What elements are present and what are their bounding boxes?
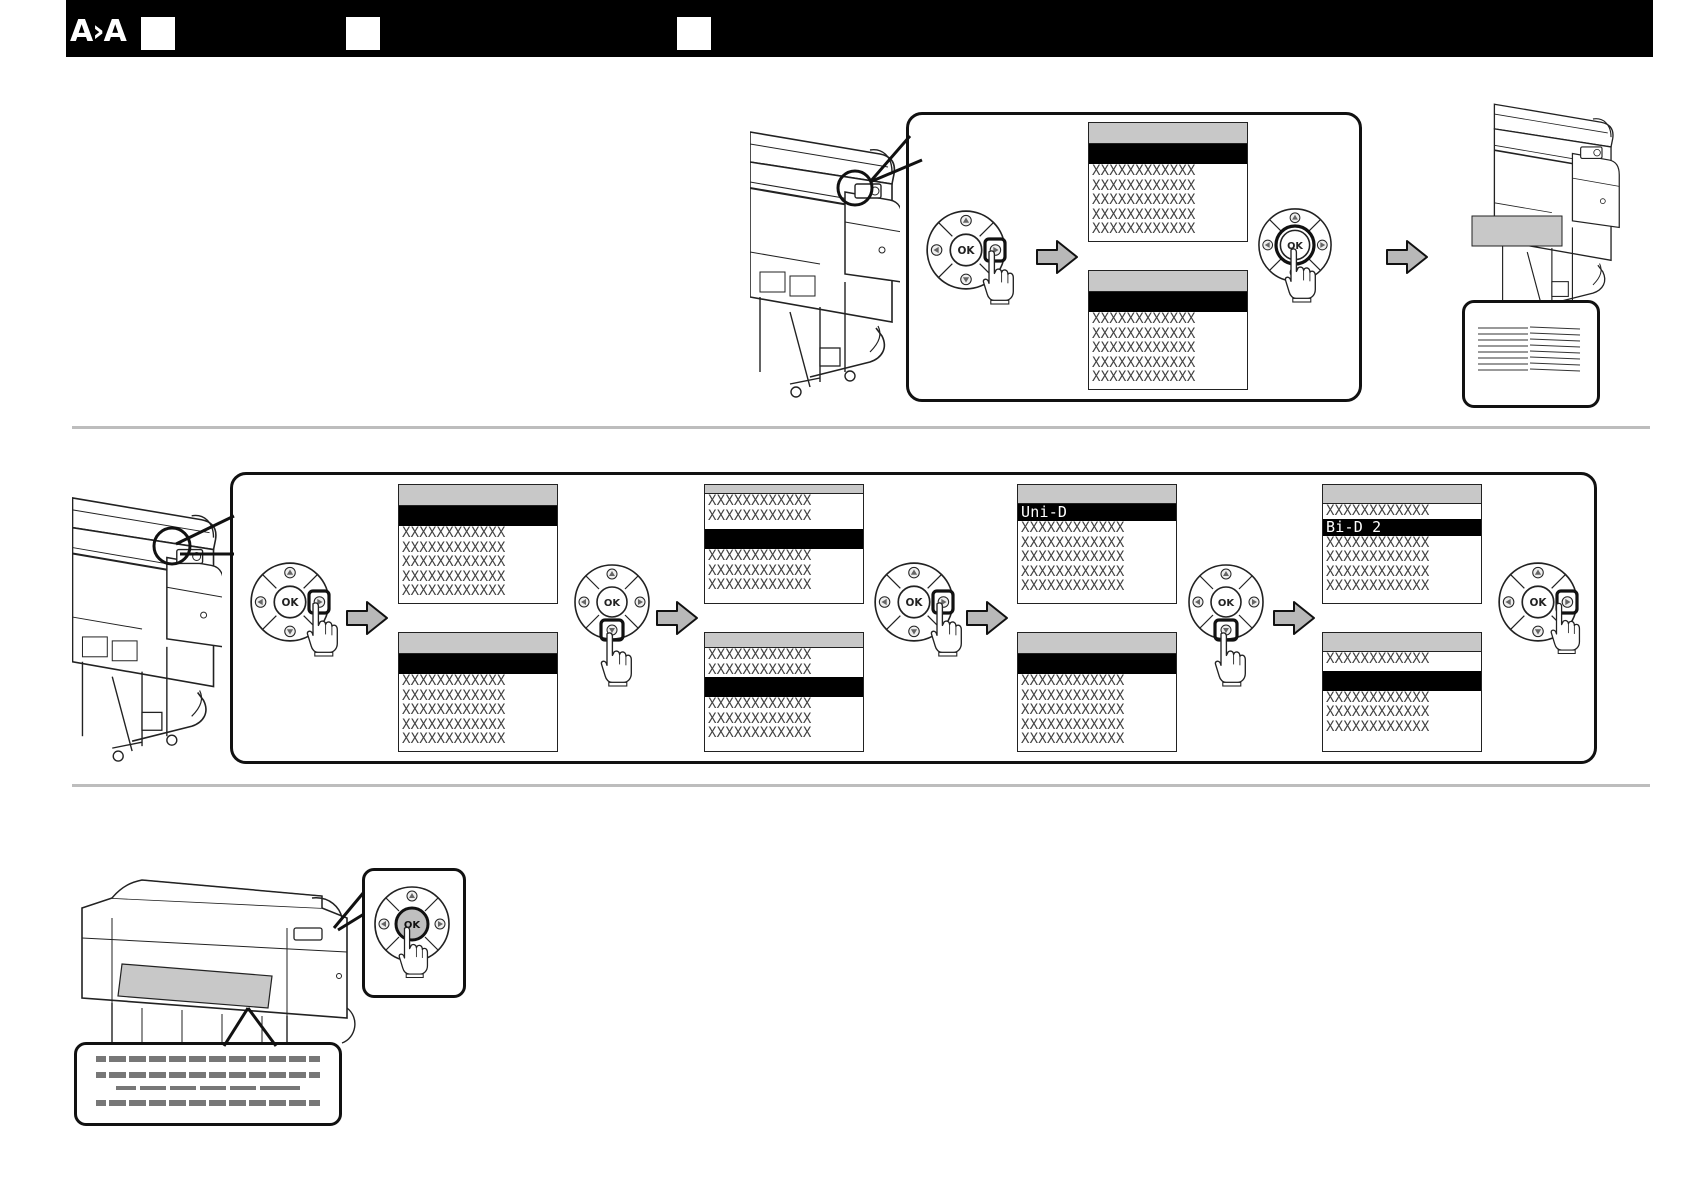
lcd-row: XXXXXXXXXXXX xyxy=(1021,520,1125,536)
lcd-row: XXXXXXXXXXXX xyxy=(708,647,812,663)
lcd-row: XXXXXXXXXXXX xyxy=(1326,534,1430,551)
lcd-row: XXXXXXXXXXXX xyxy=(1326,549,1430,565)
header-box-2 xyxy=(346,17,380,50)
printer-icon xyxy=(750,122,900,402)
lcd-row: XXXXXXXXXXXX xyxy=(1021,716,1125,733)
arrow-right-icon xyxy=(345,600,389,636)
lcd-selected-uni-d: Uni-D xyxy=(1018,504,1176,521)
print-pattern-callout xyxy=(1462,300,1600,408)
header-bar xyxy=(66,0,1653,57)
lcd-row: XXXXXXXXXXXX xyxy=(1021,687,1125,704)
lcd-row: XXXXXXXXXXXX xyxy=(402,702,506,718)
lcd-row: XXXXXXXXXXXX xyxy=(402,525,506,541)
lcd-row: XXXXXXXXXXXX xyxy=(402,554,506,570)
language-logo: A›A xyxy=(70,14,127,49)
lcd-row: XXXXXXXXXXXX xyxy=(708,507,812,524)
lcd-row: XXXXXXXXXXXX xyxy=(1021,563,1125,580)
printer-icon xyxy=(72,488,222,766)
lcd-row: XXXXXXXXXXXX xyxy=(1326,704,1430,720)
lcd-screen-3b: XXXXXXXXXXXX XXXXXXXXXXXX XXXXXXXXXXXX X… xyxy=(704,632,864,752)
callout-pointer xyxy=(175,514,235,556)
lcd-row: XXXXXXXXXXXX xyxy=(1021,534,1125,551)
lcd-row: XXXXXXXXXXXX xyxy=(708,710,812,727)
pointing-hand-icon xyxy=(306,602,339,657)
lcd-row: XXXXXXXXXXXX xyxy=(1326,689,1430,706)
lcd-row: XXXXXXXXXXXX xyxy=(1092,163,1196,179)
lcd-row: XXXXXXXXXXXX xyxy=(1092,177,1196,194)
lcd-row: XXXXXXXXXXXX xyxy=(1092,206,1196,223)
control-pad-icon xyxy=(1498,562,1579,642)
lcd-screen-1b: XXXXXXXXXXXX XXXXXXXXXXXX XXXXXXXXXXXX X… xyxy=(1088,270,1248,390)
lcd-row: XXXXXXXXXXXX xyxy=(1326,578,1430,594)
section-divider xyxy=(72,784,1650,787)
pointing-hand-icon xyxy=(1214,632,1247,687)
pointing-hand-icon xyxy=(1550,602,1581,655)
pointing-hand-icon xyxy=(398,926,429,979)
pointing-hand-icon xyxy=(600,632,633,687)
lcd-row: XXXXXXXXXXXX xyxy=(402,568,506,585)
lcd-row: XXXXXXXXXXXX xyxy=(1021,673,1125,689)
lcd-row: XXXXXXXXXXXX xyxy=(402,687,506,704)
arrow-right-icon xyxy=(1272,600,1316,636)
lcd-row: XXXXXXXXXXXX xyxy=(1326,651,1430,667)
lcd-screen-4a: Uni-D XXXXXXXXXXXX XXXXXXXXXXXX XXXXXXXX… xyxy=(1017,484,1177,604)
lcd-row: XXXXXXXXXXXX xyxy=(1092,369,1196,385)
print-pattern-icon xyxy=(1478,326,1581,372)
lcd-row: XXXXXXXXXXXX xyxy=(1326,503,1430,519)
lcd-row: XXXXXXXXXXXX xyxy=(1326,718,1430,735)
header-box-3 xyxy=(677,17,711,50)
lcd-screen-5a: XXXXXXXXXXXX Bi-D 2 XXXXXXXXXXXX XXXXXXX… xyxy=(1322,484,1482,604)
lcd-row: XXXXXXXXXXXX xyxy=(708,548,812,564)
lcd-row: XXXXXXXXXXXX xyxy=(708,661,812,678)
lcd-screen-5b: XXXXXXXXXXXX XXXXXXXXXXXX XXXXXXXXXXXX X… xyxy=(1322,632,1482,752)
arrow-right-icon xyxy=(655,600,699,636)
lcd-row: XXXXXXXXXXXX xyxy=(402,539,506,556)
lcd-row: XXXXXXXXXXXX xyxy=(708,493,812,509)
lcd-row: XXXXXXXXXXXX xyxy=(708,725,812,741)
lcd-row: XXXXXXXXXXXX xyxy=(1021,702,1125,718)
pointing-hand-icon xyxy=(930,602,963,657)
lcd-row: XXXXXXXXXXXX xyxy=(708,696,812,712)
svg-text:OK: OK xyxy=(404,920,422,931)
lcd-row: XXXXXXXXXXXX xyxy=(402,673,506,689)
lcd-screen-2a: XXXXXXXXXXXX XXXXXXXXXXXX XXXXXXXXXXXX X… xyxy=(398,484,558,604)
header-box-1 xyxy=(141,17,175,50)
lcd-row: XXXXXXXXXXXX xyxy=(1021,549,1125,565)
lcd-row: XXXXXXXXXXXX xyxy=(1092,192,1196,208)
section-divider xyxy=(72,426,1650,429)
lcd-row: XXXXXXXXXXXX xyxy=(1092,340,1196,356)
lcd-row: XXXXXXXXXXXX xyxy=(1092,311,1196,327)
lcd-row: XXXXXXXXXXXX xyxy=(402,716,506,733)
lcd-row: XXXXXXXXXXXX xyxy=(1021,731,1125,747)
lcd-screen-2b: XXXXXXXXXXXX XXXXXXXXXXXX XXXXXXXXXXXX X… xyxy=(398,632,558,752)
lcd-row: XXXXXXXXXXXX xyxy=(1092,354,1196,371)
lcd-screen-1a: XXXXXXXXXXXX XXXXXXXXXXXX XXXXXXXXXXXX X… xyxy=(1088,122,1248,242)
lcd-row: XXXXXXXXXXXX xyxy=(1021,578,1125,594)
lcd-selected-bi-d2: Bi-D 2 xyxy=(1323,518,1481,536)
callout-pointer xyxy=(868,135,923,184)
callout-pointer xyxy=(222,1007,278,1047)
pointing-hand-icon xyxy=(1284,248,1317,303)
printer-icon xyxy=(81,879,356,1063)
callout-pointer xyxy=(332,891,366,932)
lcd-row: XXXXXXXXXXXX xyxy=(1326,563,1430,580)
printer-icon xyxy=(1471,103,1621,324)
print-pattern-icon xyxy=(96,1056,320,1106)
lcd-row: XXXXXXXXXXXX xyxy=(1092,221,1196,237)
lcd-row: XXXXXXXXXXXX xyxy=(1092,325,1196,342)
pointing-hand-icon xyxy=(982,250,1015,305)
lcd-screen-3a: XXXXXXXXXXXX XXXXXXXXXXXX XXXXXXXXXXXX X… xyxy=(704,484,864,604)
arrow-right-icon xyxy=(1385,239,1429,275)
arrow-right-icon xyxy=(965,600,1009,636)
lcd-row: XXXXXXXXXXXX xyxy=(708,562,812,579)
lcd-row: XXXXXXXXXXXX xyxy=(402,731,506,747)
lcd-screen-4b: XXXXXXXXXXXX XXXXXXXXXXXX XXXXXXXXXXXX X… xyxy=(1017,632,1177,752)
lcd-row: XXXXXXXXXXXX xyxy=(402,583,506,599)
arrow-right-icon xyxy=(1035,239,1079,275)
lcd-row: XXXXXXXXXXXX xyxy=(708,577,812,593)
